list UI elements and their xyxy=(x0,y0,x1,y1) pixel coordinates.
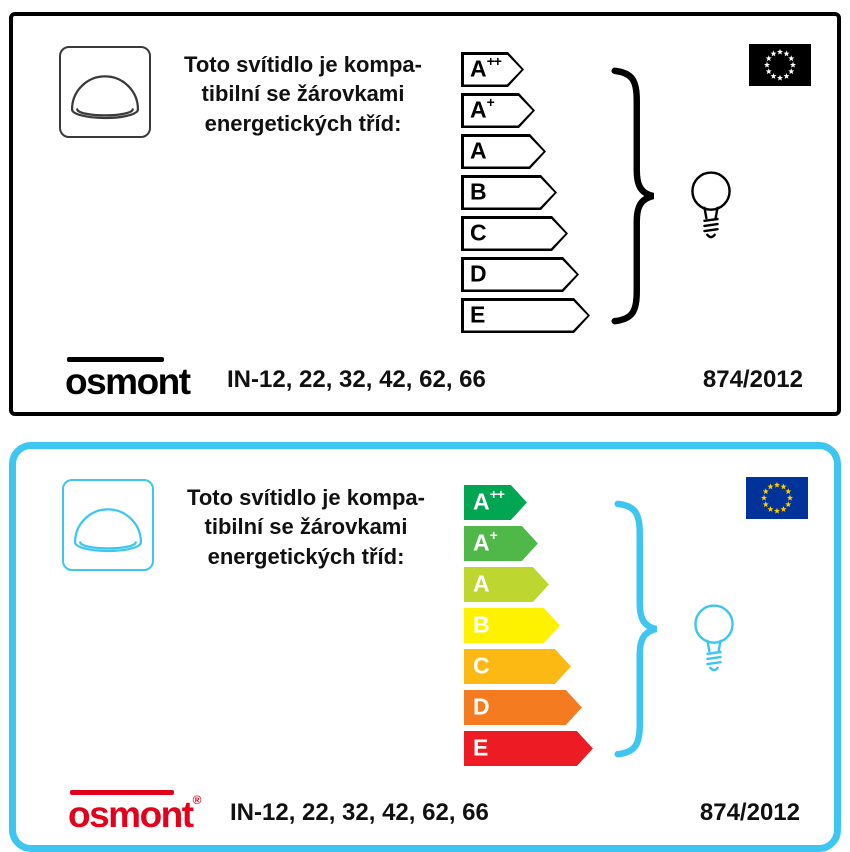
compatibility-text: Toto svítidlo je kompa- tibilní se žárov… xyxy=(156,483,456,571)
arrow-fill xyxy=(464,608,560,643)
compat-line: energetických tříd: xyxy=(207,543,405,569)
energy-class-b: B xyxy=(461,175,557,210)
arrow-fill xyxy=(464,301,588,331)
class-letter: A++ xyxy=(473,486,504,515)
arrow-fill xyxy=(464,649,571,684)
compat-line: tibilní se žárovkami xyxy=(204,514,408,540)
energy-label-mono: Toto svítidlo je kompa- tibilní se žárov… xyxy=(9,12,841,416)
energy-class-a: A xyxy=(464,567,549,602)
energy-class-c: C xyxy=(464,649,571,684)
compat-line: energetických tříd: xyxy=(204,110,402,136)
compat-line: Toto svítidlo je kompa- xyxy=(184,52,422,77)
class-letter: B xyxy=(470,178,487,205)
light-bulb-icon xyxy=(691,171,731,239)
class-letter: E xyxy=(473,734,489,761)
class-letter: C xyxy=(473,652,490,679)
arrow-fill xyxy=(464,731,593,766)
compat-line: tibilní se žárovkami xyxy=(201,81,405,107)
eu-flag-stars xyxy=(763,48,797,81)
energy-class-scale: A++ A+ A B C D xyxy=(464,485,593,766)
arrow-fill xyxy=(464,178,555,208)
regulation-number: 874/2012 xyxy=(699,799,800,826)
light-bulb-icon xyxy=(694,604,734,672)
class-letter: B xyxy=(473,611,490,638)
class-letter: A+ xyxy=(470,94,494,123)
arrow-fill xyxy=(464,219,566,249)
energy-class-a-plus: A+ xyxy=(464,526,538,561)
class-letter: A xyxy=(470,137,487,164)
energy-class-c: C xyxy=(461,216,568,251)
osmont-logo: osmont xyxy=(65,357,191,400)
arrow-fill xyxy=(464,567,549,602)
energy-class-d: D xyxy=(461,257,579,292)
class-letter: D xyxy=(470,260,487,287)
compatibility-text: Toto svítidlo je kompa- tibilní se žárov… xyxy=(153,50,453,138)
energy-label-color: Toto svítidlo je kompa- tibilní se žárov… xyxy=(9,442,841,852)
ceiling-light-icon xyxy=(59,46,151,138)
class-letter: A xyxy=(473,570,490,597)
arrow-fill xyxy=(464,260,577,290)
arrow-fill xyxy=(464,137,544,167)
class-letter: E xyxy=(470,301,486,328)
energy-class-a-plus: A+ xyxy=(461,93,535,128)
energy-class-a-plus-plus: A++ xyxy=(461,52,524,87)
energy-class-a: A xyxy=(461,134,546,169)
arrow-fill xyxy=(464,526,538,561)
registered-mark: ® xyxy=(192,793,202,807)
energy-class-d: D xyxy=(464,690,582,725)
arrow-fill xyxy=(464,96,533,126)
class-letter: C xyxy=(470,219,487,246)
eu-flag-stars xyxy=(760,481,794,514)
compat-line: Toto svítidlo je kompa- xyxy=(187,485,425,510)
energy-class-e: E xyxy=(461,298,590,333)
model-list: IN-12, 22, 32, 42, 62, 66 xyxy=(227,366,486,393)
class-letter: A+ xyxy=(473,527,497,556)
energy-class-scale: A++ A+ A B C D xyxy=(461,52,590,333)
eu-flag xyxy=(746,477,808,519)
eu-flag xyxy=(749,44,811,86)
energy-class-b: B xyxy=(464,608,560,643)
model-list: IN-12, 22, 32, 42, 62, 66 xyxy=(230,799,489,826)
arrow-fill xyxy=(464,690,582,725)
osmont-logo: osmont® xyxy=(68,790,201,833)
energy-class-e: E xyxy=(464,731,593,766)
ceiling-light-icon xyxy=(62,479,154,571)
regulation-number: 874/2012 xyxy=(702,366,803,393)
curly-brace xyxy=(611,67,655,325)
class-letter: D xyxy=(473,693,490,720)
curly-brace xyxy=(614,500,658,758)
energy-class-a-plus-plus: A++ xyxy=(464,485,527,520)
class-letter: A++ xyxy=(470,53,501,82)
